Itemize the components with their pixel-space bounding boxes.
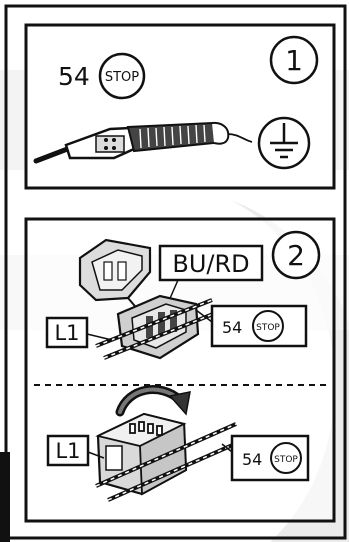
step2-panel: 2 BU/RD bbox=[26, 219, 334, 521]
stop-top-label: STOP bbox=[256, 323, 280, 333]
step2-number: 2 bbox=[287, 239, 305, 272]
step1-number: 1 bbox=[285, 44, 303, 77]
wire-label-bottom: L1 bbox=[55, 439, 80, 463]
stop-badge-top-box: 54 STOP bbox=[196, 306, 306, 346]
step1-stop-label: STOP bbox=[105, 70, 139, 85]
ground-symbol-icon bbox=[259, 118, 309, 168]
step1-code: 54 bbox=[58, 62, 90, 91]
stop-bottom-label: STOP bbox=[274, 455, 298, 465]
stop-badge-bottom-box: 54 STOP bbox=[222, 436, 308, 480]
step1-number-badge: 1 bbox=[271, 37, 317, 83]
step2-number-badge: 2 bbox=[273, 232, 319, 278]
stop-top-code: 54 bbox=[222, 318, 242, 337]
step1-stop-badge: STOP bbox=[100, 54, 144, 98]
wire-label-top: L1 bbox=[54, 321, 79, 345]
wire-color-label: BU/RD bbox=[172, 250, 249, 278]
page-edge-tab bbox=[0, 452, 10, 542]
step1-panel: 1 54 STOP bbox=[26, 25, 334, 188]
stop-bottom-code: 54 bbox=[242, 450, 262, 469]
